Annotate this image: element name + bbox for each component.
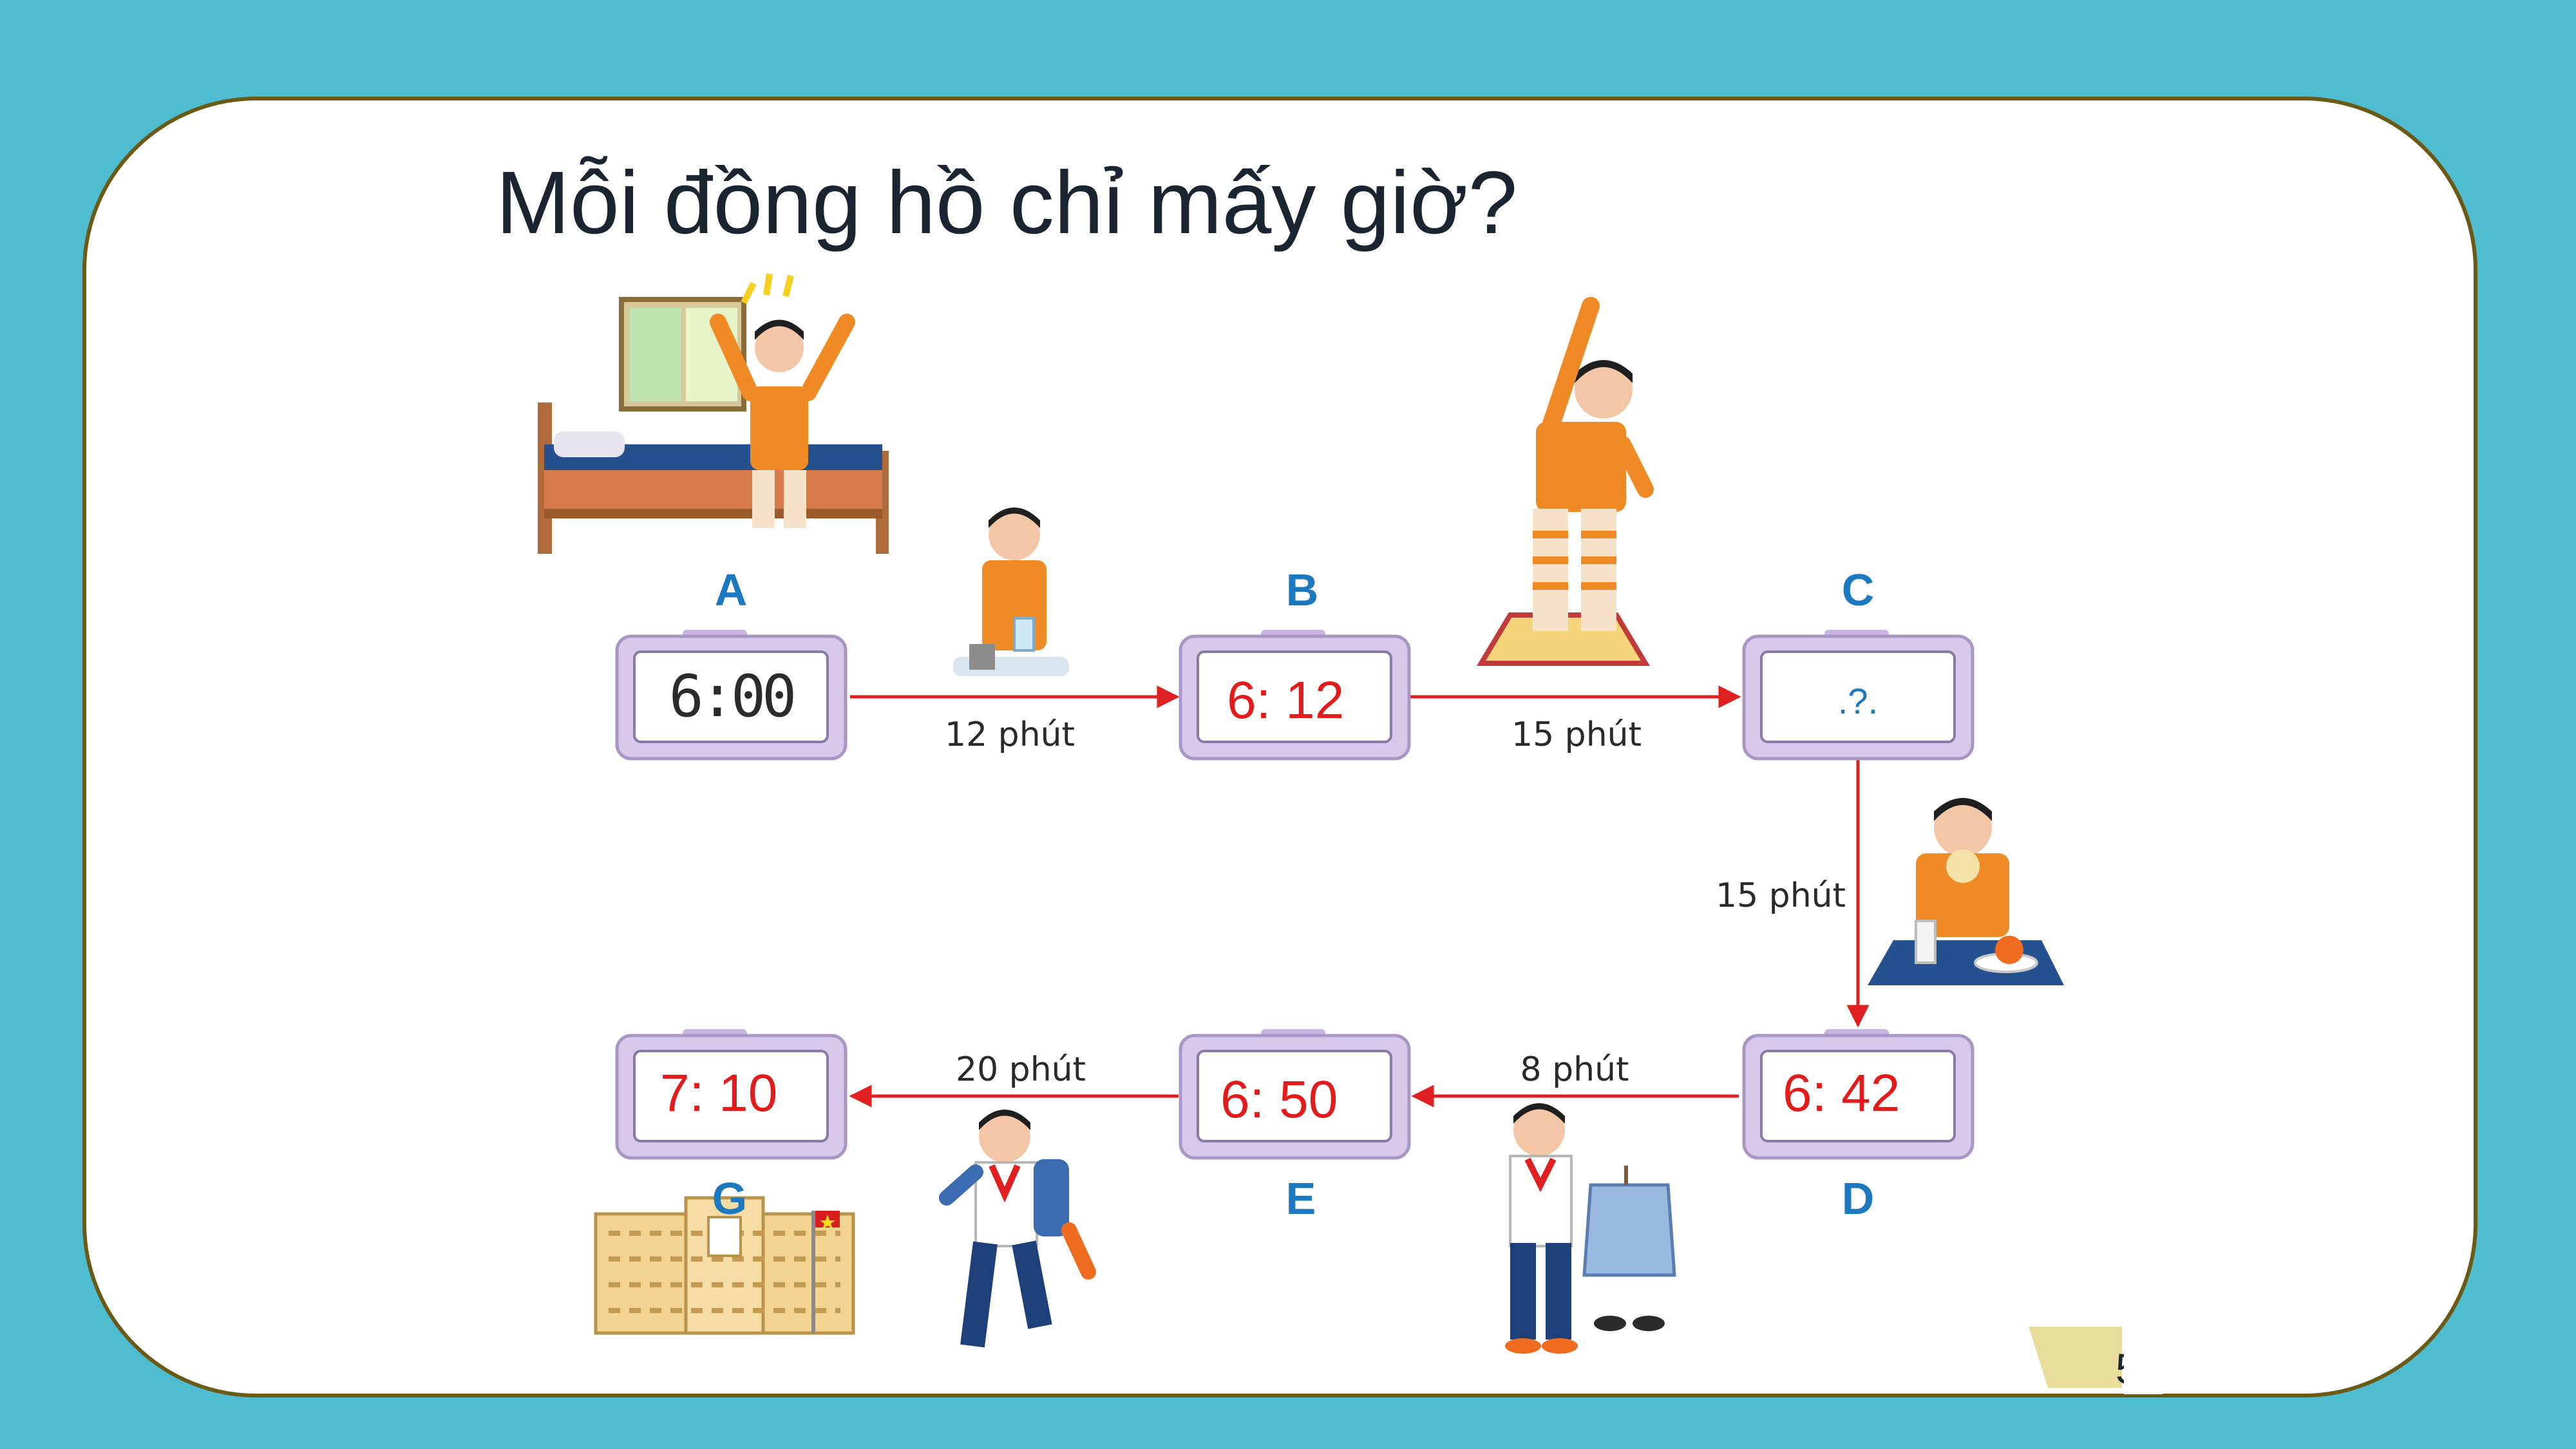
school-building-illustration	[594, 1196, 855, 1335]
page-number-tab: 5	[2029, 1327, 2139, 1392]
boy-exercising-illustration	[1476, 297, 1654, 666]
boy-dressing-illustration	[1505, 1103, 1676, 1354]
duration-label-a-b: 12 phút	[945, 715, 1075, 754]
clock-e: 6: 50	[1179, 1029, 1411, 1160]
clock-a-letter: A	[715, 565, 748, 615]
clock-g: 7: 10	[615, 1029, 848, 1160]
clock-d: 6: 42	[1742, 1029, 1975, 1160]
clock-a-time: 6:00	[669, 663, 794, 730]
duration-label-b-c: 15 phút	[1511, 715, 1642, 754]
boy-brushing-teeth-illustration	[953, 507, 1069, 676]
clock-c: .?.	[1742, 630, 1975, 761]
clock-d-time: 6: 42	[1783, 1064, 1900, 1122]
clock-b-letter: B	[1286, 565, 1319, 615]
page-edge-mask	[2124, 1314, 2163, 1394]
clock-e-time: 6: 50	[1220, 1070, 1338, 1129]
clock-b-time: 6: 12	[1227, 671, 1344, 730]
boy-eating-breakfast-illustration	[1868, 798, 2064, 985]
boy-waking-up-illustration	[538, 273, 889, 554]
clock-d-letter: D	[1842, 1173, 1875, 1224]
clock-g-letter: G	[712, 1173, 747, 1224]
clock-a: 6:00	[615, 630, 848, 761]
clock-c-placeholder: .?.	[1838, 681, 1878, 721]
page-title: Mỗi đồng hồ chỉ mấy giờ?	[496, 153, 1518, 252]
duration-label-e-g: 20 phút	[956, 1050, 1086, 1089]
duration-label-c-d: 15 phút	[1716, 876, 1846, 915]
clock-b: 6: 12	[1179, 630, 1411, 761]
clock-c-letter: C	[1842, 565, 1875, 615]
clock-e-letter: E	[1286, 1173, 1316, 1224]
clock-g-time: 7: 10	[660, 1064, 777, 1122]
boy-walking-to-school-illustration	[939, 1110, 1096, 1348]
duration-label-d-e: 8 phút	[1520, 1050, 1629, 1089]
